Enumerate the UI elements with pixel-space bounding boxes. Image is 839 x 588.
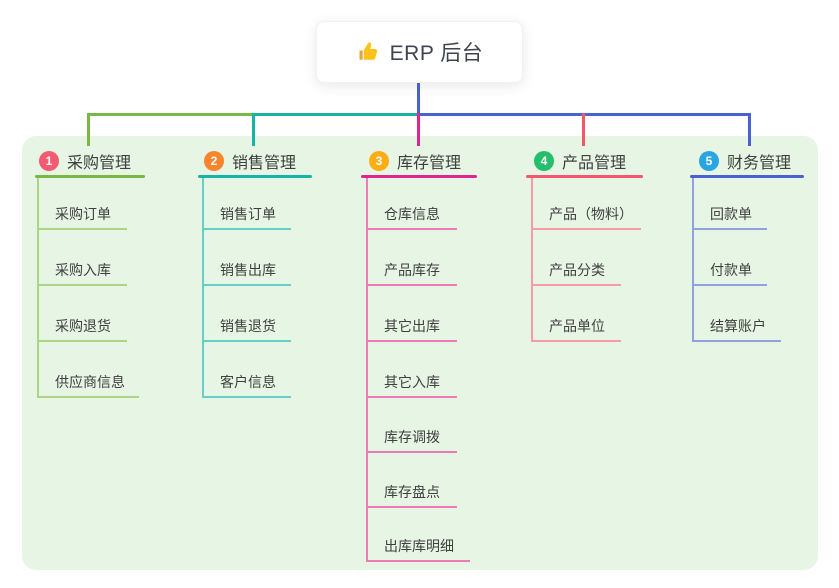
- branch-children-line: [37, 178, 39, 397]
- child-node[interactable]: 产品（物料）: [549, 206, 633, 222]
- child-underline: [531, 284, 621, 286]
- child-node[interactable]: 销售订单: [220, 206, 276, 222]
- branch-node-inventory[interactable]: 3 库存管理: [369, 149, 461, 173]
- drop-line-product: [582, 113, 585, 146]
- child-node[interactable]: 库存调拨: [384, 429, 440, 445]
- child-underline: [37, 340, 127, 342]
- child-underline: [366, 284, 457, 286]
- branch-node-purchase[interactable]: 1 采购管理: [39, 149, 131, 173]
- drop-line-sales: [252, 113, 255, 146]
- branch-children-line: [531, 178, 533, 342]
- root-node-label: ERP 后台: [389, 42, 484, 65]
- child-underline: [692, 284, 767, 286]
- child-node[interactable]: 付款单: [710, 262, 752, 278]
- child-underline: [531, 228, 641, 230]
- branch-label: 产品管理: [562, 155, 627, 172]
- child-underline: [366, 228, 457, 230]
- bus-line-green: [87, 113, 254, 116]
- branch-underline: [35, 175, 145, 178]
- root-connector-line: [417, 83, 420, 116]
- child-node[interactable]: 仓库信息: [384, 206, 440, 222]
- child-underline: [202, 284, 291, 286]
- child-node[interactable]: 采购入库: [55, 262, 111, 278]
- branch-number-badge: 5: [699, 151, 719, 171]
- child-underline: [37, 396, 139, 398]
- branch-children-line: [202, 178, 204, 397]
- child-node[interactable]: 销售退货: [220, 318, 276, 334]
- branch-label: 采购管理: [67, 155, 132, 172]
- child-underline: [202, 396, 291, 398]
- child-underline: [37, 228, 127, 230]
- thumbs-up-icon: [356, 40, 380, 64]
- branch-children-line: [366, 178, 368, 562]
- child-underline: [692, 340, 781, 342]
- drop-line-inventory: [417, 113, 420, 146]
- branch-underline: [361, 175, 477, 178]
- child-underline: [202, 228, 291, 230]
- branch-number-badge: 4: [534, 151, 554, 171]
- child-underline: [531, 340, 621, 342]
- child-underline: [692, 228, 767, 230]
- child-node[interactable]: 其它出库: [384, 318, 440, 334]
- child-node[interactable]: 出库库明细: [384, 538, 454, 554]
- child-underline: [366, 396, 457, 398]
- drop-line-finance: [748, 113, 751, 146]
- child-underline: [366, 340, 457, 342]
- child-underline: [366, 506, 457, 508]
- branch-number-badge: 3: [369, 151, 389, 171]
- child-node[interactable]: 产品分类: [549, 262, 605, 278]
- child-node[interactable]: 客户信息: [220, 374, 276, 390]
- child-node[interactable]: 回款单: [710, 206, 752, 222]
- bus-line-teal: [254, 113, 418, 116]
- child-underline: [37, 284, 127, 286]
- branches-panel: [22, 136, 818, 570]
- branch-node-finance[interactable]: 5 财务管理: [699, 149, 791, 173]
- child-node[interactable]: 产品库存: [384, 262, 440, 278]
- root-node[interactable]: ERP 后台: [316, 21, 523, 83]
- branch-node-product[interactable]: 4 产品管理: [534, 149, 626, 173]
- child-underline: [202, 340, 291, 342]
- branch-underline: [526, 175, 643, 178]
- branch-number-badge: 1: [39, 151, 59, 171]
- child-node[interactable]: 供应商信息: [55, 374, 125, 390]
- child-node[interactable]: 库存盘点: [384, 484, 440, 500]
- child-node[interactable]: 采购退货: [55, 318, 111, 334]
- child-underline: [366, 560, 470, 562]
- branch-node-sales[interactable]: 2 销售管理: [204, 149, 296, 173]
- child-node[interactable]: 产品单位: [549, 318, 605, 334]
- branch-label: 销售管理: [232, 155, 297, 172]
- branch-number-badge: 2: [204, 151, 224, 171]
- child-node[interactable]: 结算账户: [710, 318, 766, 334]
- child-node[interactable]: 其它入库: [384, 374, 440, 390]
- child-underline: [366, 451, 457, 453]
- child-node[interactable]: 销售出库: [220, 262, 276, 278]
- branch-label: 库存管理: [397, 155, 462, 172]
- branch-children-line: [692, 178, 694, 342]
- child-node[interactable]: 采购订单: [55, 206, 111, 222]
- branch-underline: [198, 175, 312, 178]
- branch-label: 财务管理: [727, 155, 792, 172]
- branch-underline: [690, 175, 804, 178]
- drop-line-purchase: [87, 113, 90, 146]
